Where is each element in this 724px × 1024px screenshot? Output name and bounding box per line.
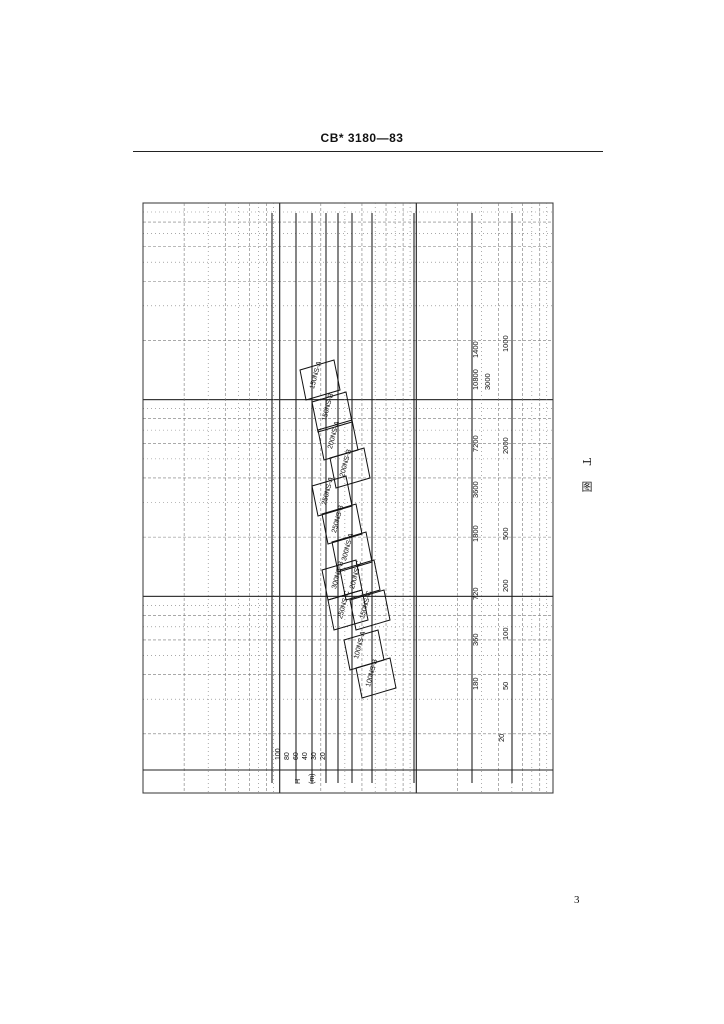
pump-model-label: 250NS-A bbox=[321, 476, 335, 506]
pump-field bbox=[311, 475, 353, 517]
page-number: 3 bbox=[574, 894, 580, 906]
flow-scale-label: 180 bbox=[471, 677, 480, 690]
head-scale-label: 20 bbox=[320, 752, 327, 760]
pump-field bbox=[339, 559, 381, 601]
head-scale-label: 100 bbox=[275, 748, 282, 760]
flow-scale-label: 3000 bbox=[483, 373, 492, 390]
pump-model-label: 100NS-B bbox=[365, 658, 379, 688]
axis-unit-label: (m) bbox=[309, 774, 316, 785]
flow-scale-label: 3600 bbox=[471, 481, 480, 498]
chart-frame bbox=[142, 202, 554, 794]
scale-labels: 7200 3600 1800 720 360 180 10800 1400 1000 500 200… bbox=[275, 335, 510, 784]
pump-model-label: 250NS-B bbox=[331, 504, 345, 534]
pump-field bbox=[355, 657, 397, 699]
flow-scale-label: 720 bbox=[471, 587, 480, 600]
pump-model-label: 100NS-A bbox=[353, 630, 367, 660]
flow-scale-label: 500 bbox=[501, 527, 510, 540]
pump-model-label: 200NS-B bbox=[339, 448, 353, 478]
head-scale-label: 40 bbox=[302, 752, 309, 760]
flow-scale-label: 2000 bbox=[501, 437, 510, 454]
flow-scale-label: 1000 bbox=[501, 335, 510, 352]
header-rule bbox=[133, 151, 603, 152]
pump-model-label: 150NS-C bbox=[359, 590, 373, 620]
pump-field bbox=[321, 503, 363, 545]
flow-scale-label: 360 bbox=[471, 633, 480, 646]
flow-scale-label: 50 bbox=[501, 682, 510, 690]
document-header: CB* 3180—83 bbox=[320, 131, 404, 145]
flow-scale-label: 1800 bbox=[471, 525, 480, 542]
flow-scale-label: 200 bbox=[501, 579, 510, 592]
head-scale-label: 80 bbox=[284, 752, 291, 760]
flow-scale-label: 100 bbox=[501, 627, 510, 640]
head-scale-label: 60 bbox=[293, 752, 300, 760]
pump-field-polygons: 150NS-A150NS-B200NS-A200NS-B250NS-A250NS… bbox=[299, 359, 397, 699]
axis-unit-label: H bbox=[295, 779, 302, 784]
flow-scale-label: 7200 bbox=[471, 435, 480, 452]
pump-model-label: 200NS-A bbox=[327, 420, 341, 450]
figure-label: T 图 bbox=[580, 458, 593, 498]
pump-field bbox=[331, 531, 373, 573]
flow-scale-label: 20 bbox=[497, 734, 506, 742]
head-scale-label: 30 bbox=[311, 752, 318, 760]
pump-model-label: 150NS-B bbox=[321, 392, 335, 422]
chart-grid bbox=[142, 202, 554, 794]
pump-model-label: 300NS-A bbox=[341, 532, 355, 562]
flow-scale-label: 1400 bbox=[471, 341, 480, 358]
pump-field bbox=[349, 589, 391, 631]
pump-field bbox=[327, 589, 369, 631]
pump-field bbox=[329, 447, 371, 489]
flow-scale-label: 10800 bbox=[471, 369, 480, 390]
pump-field bbox=[299, 359, 341, 401]
